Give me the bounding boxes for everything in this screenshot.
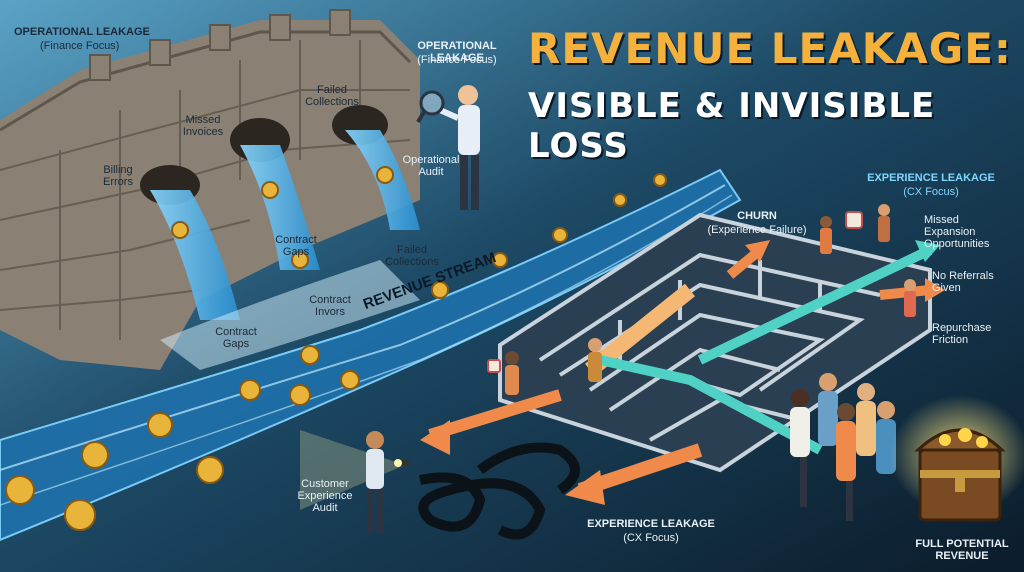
treasure-chest-icon [914, 428, 1006, 522]
operational-auditor [438, 85, 480, 210]
experience-top-heading: EXPERIENCE LEAKAGE [867, 172, 995, 184]
shopping-bag-icon [487, 211, 863, 373]
coins [5, 166, 667, 531]
operational-corner-subheading: (Finance Focus) [40, 40, 120, 52]
experience-bottom-subheading: (CX Focus) [623, 532, 679, 544]
cx-auditor [300, 430, 405, 534]
tangled-path [418, 442, 580, 540]
magnifier-icon [416, 90, 445, 124]
churn-heading: CHURN [737, 210, 777, 222]
operational-subheading: (Finance Focus) [417, 54, 497, 66]
operational-heading: OPERATIONAL LEAKAGE [417, 40, 497, 64]
leakage-arrows [420, 240, 945, 505]
customer-group [790, 373, 896, 521]
operational-corner-heading: OPERATIONAL LEAKAGE [14, 26, 150, 38]
title-line-1: REVENUE LEAKAGE: [528, 24, 1012, 73]
experience-top-subheading: (CX Focus) [903, 186, 959, 198]
stone-wall [0, 9, 420, 370]
shoppers [505, 204, 916, 395]
maze [498, 212, 932, 473]
churn-subheading: (Experience Failure) [707, 224, 807, 236]
flashlight-icon [394, 459, 410, 467]
experience-bottom-heading: EXPERIENCE LEAKAGE [587, 518, 715, 530]
title-line-2: VISIBLE & INVISIBLE LOSS [528, 86, 936, 166]
